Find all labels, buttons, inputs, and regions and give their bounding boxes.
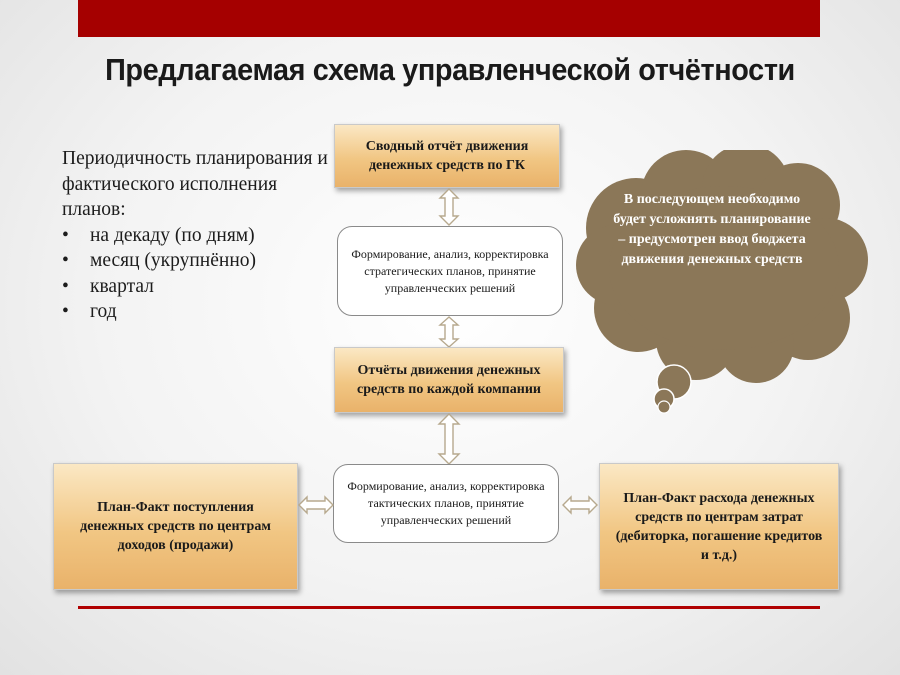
income-plan-fact-box: План-Факт поступления денежных средств п… xyxy=(53,463,298,590)
double-arrow-icon xyxy=(562,495,598,515)
period-item: •на декаду (по дням) xyxy=(62,223,332,249)
bullet-icon: • xyxy=(62,250,69,271)
strategic-planning-box: Формирование, анализ, корректировка стра… xyxy=(337,226,563,316)
periodicity-intro: Периодичность планирования и фактическог… xyxy=(62,148,328,220)
summary-report-box: Сводный отчёт движения денежных средств … xyxy=(334,124,560,188)
double-arrow-icon xyxy=(437,413,461,465)
periodicity-list: •на декаду (по дням) •месяц (укрупнённо)… xyxy=(62,223,332,325)
periodicity-block: Периодичность планирования и фактическог… xyxy=(62,146,332,325)
period-item: •месяц (укрупнённо) xyxy=(62,248,332,274)
expense-plan-fact-box: План-Факт расхода денежных средств по це… xyxy=(599,463,839,590)
top-accent-bar xyxy=(78,0,820,37)
bullet-icon: • xyxy=(62,224,69,246)
bullet-icon: • xyxy=(62,275,69,297)
tactical-planning-box: Формирование, анализ, корректировка такт… xyxy=(333,464,559,543)
thought-cloud-icon xyxy=(576,150,868,414)
period-item: •квартал xyxy=(62,274,332,300)
bottom-divider xyxy=(78,606,820,609)
double-arrow-icon xyxy=(438,188,460,226)
double-arrow-icon xyxy=(438,316,460,348)
cloud-note-text: В последующем необходимо будет усложнять… xyxy=(613,192,811,267)
bullet-icon: • xyxy=(62,301,69,322)
company-reports-box: Отчёты движения денежных средств по кажд… xyxy=(334,347,564,413)
slide-title: Предлагаемая схема управленческой отчётн… xyxy=(105,52,795,87)
period-item: •год xyxy=(62,299,332,325)
double-arrow-icon xyxy=(298,495,334,515)
